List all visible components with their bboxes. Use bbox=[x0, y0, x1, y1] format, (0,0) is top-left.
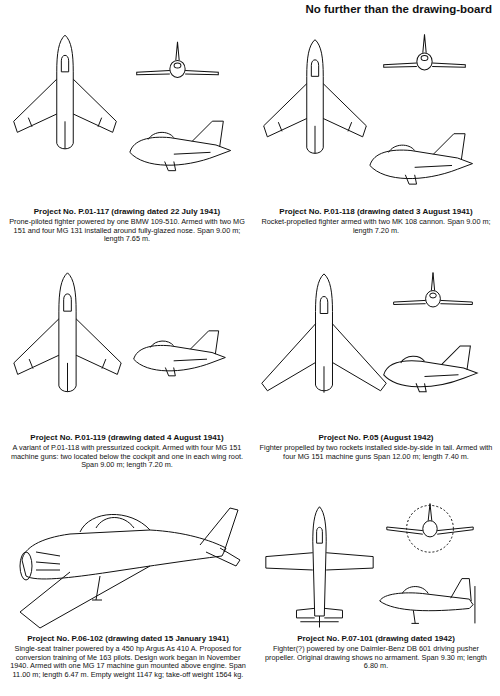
project-description: Fighter propelled by two rockets install… bbox=[258, 444, 494, 461]
project-description: Prone-piloted fighter powered by one BMW… bbox=[8, 218, 246, 244]
project-title: Project No. P.06-102 (drawing dated 15 J… bbox=[6, 634, 250, 644]
project-title: Project No. P.01-119 (drawing dated 4 Au… bbox=[8, 433, 246, 443]
project-description: Rocket-propelled fighter armed with two … bbox=[258, 218, 494, 235]
page-title: No further than the drawing-board bbox=[305, 3, 492, 15]
project-title: Project No. P.07-101 (drawing dated 1942… bbox=[258, 634, 494, 644]
project-description: Fighter(?) powered by one Daimler-Benz D… bbox=[258, 645, 494, 671]
project-description: A variant of P.01-118 with pressurized c… bbox=[8, 444, 246, 470]
project-description: Single-seat trainer powered by a 450 hp … bbox=[6, 645, 250, 680]
trainer-perspective bbox=[20, 508, 240, 628]
project-title: Project No. P.01-117 (drawing dated 22 J… bbox=[8, 207, 246, 217]
project-title: Project No. P.05 (August 1942) bbox=[258, 433, 494, 443]
project-title: Project No. P.01-118 (drawing dated 3 Au… bbox=[258, 207, 494, 217]
